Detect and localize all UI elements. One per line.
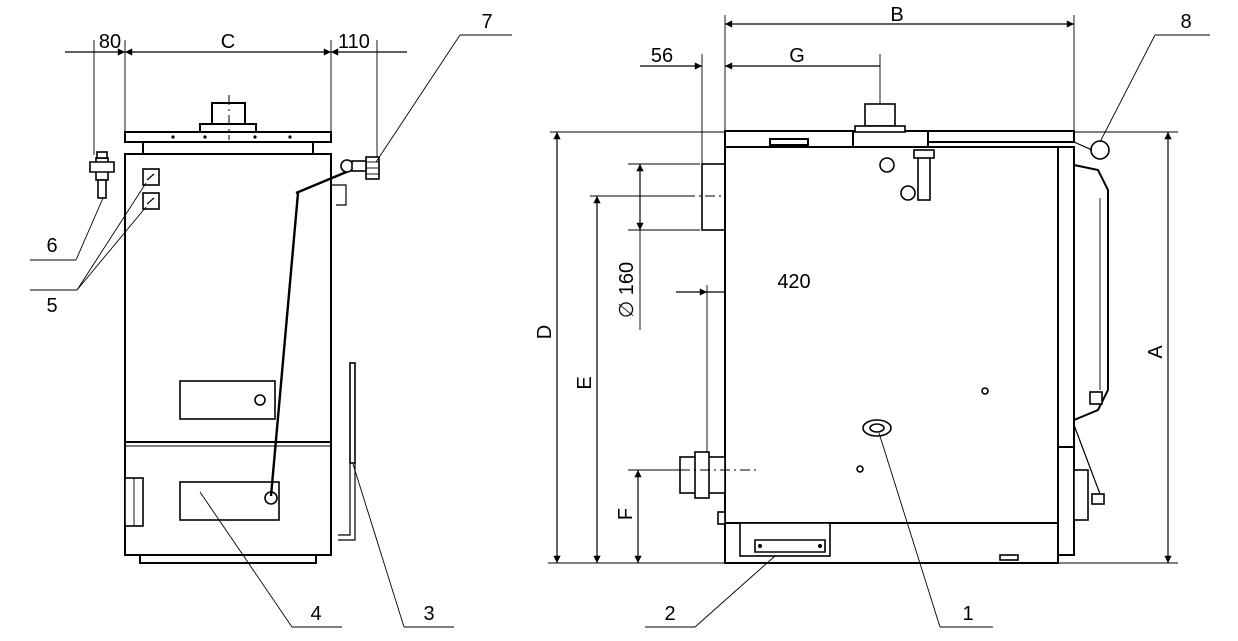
dim-flue-height: D [534, 325, 556, 339]
dim-side-depth: B [890, 4, 903, 26]
dim-front-right-offset: 110 [338, 31, 370, 53]
dim-flue-diameter: ∅ 160 [616, 262, 638, 318]
dim-side-connection-offset: G [789, 45, 805, 67]
dim-side-inner-spacing: 420 [777, 271, 810, 293]
callout-6: 6 [46, 235, 57, 257]
callout-1: 1 [962, 603, 973, 625]
dim-overall-height: A [1145, 345, 1167, 359]
dim-outlet-height: E [574, 376, 596, 389]
callout-5: 5 [46, 295, 57, 317]
dim-inlet-height: F [615, 508, 637, 520]
side-view [548, 15, 1210, 628]
callout-7: 7 [481, 11, 492, 33]
callout-8: 8 [1180, 11, 1191, 33]
callout-2: 2 [664, 603, 675, 625]
dim-side-flue-offset: 56 [651, 45, 673, 67]
callout-3: 3 [423, 603, 434, 625]
dim-front-left-offset: 80 [99, 31, 121, 53]
callout-4: 4 [310, 603, 321, 625]
front-view [30, 34, 512, 628]
dim-front-width: C [221, 31, 235, 53]
